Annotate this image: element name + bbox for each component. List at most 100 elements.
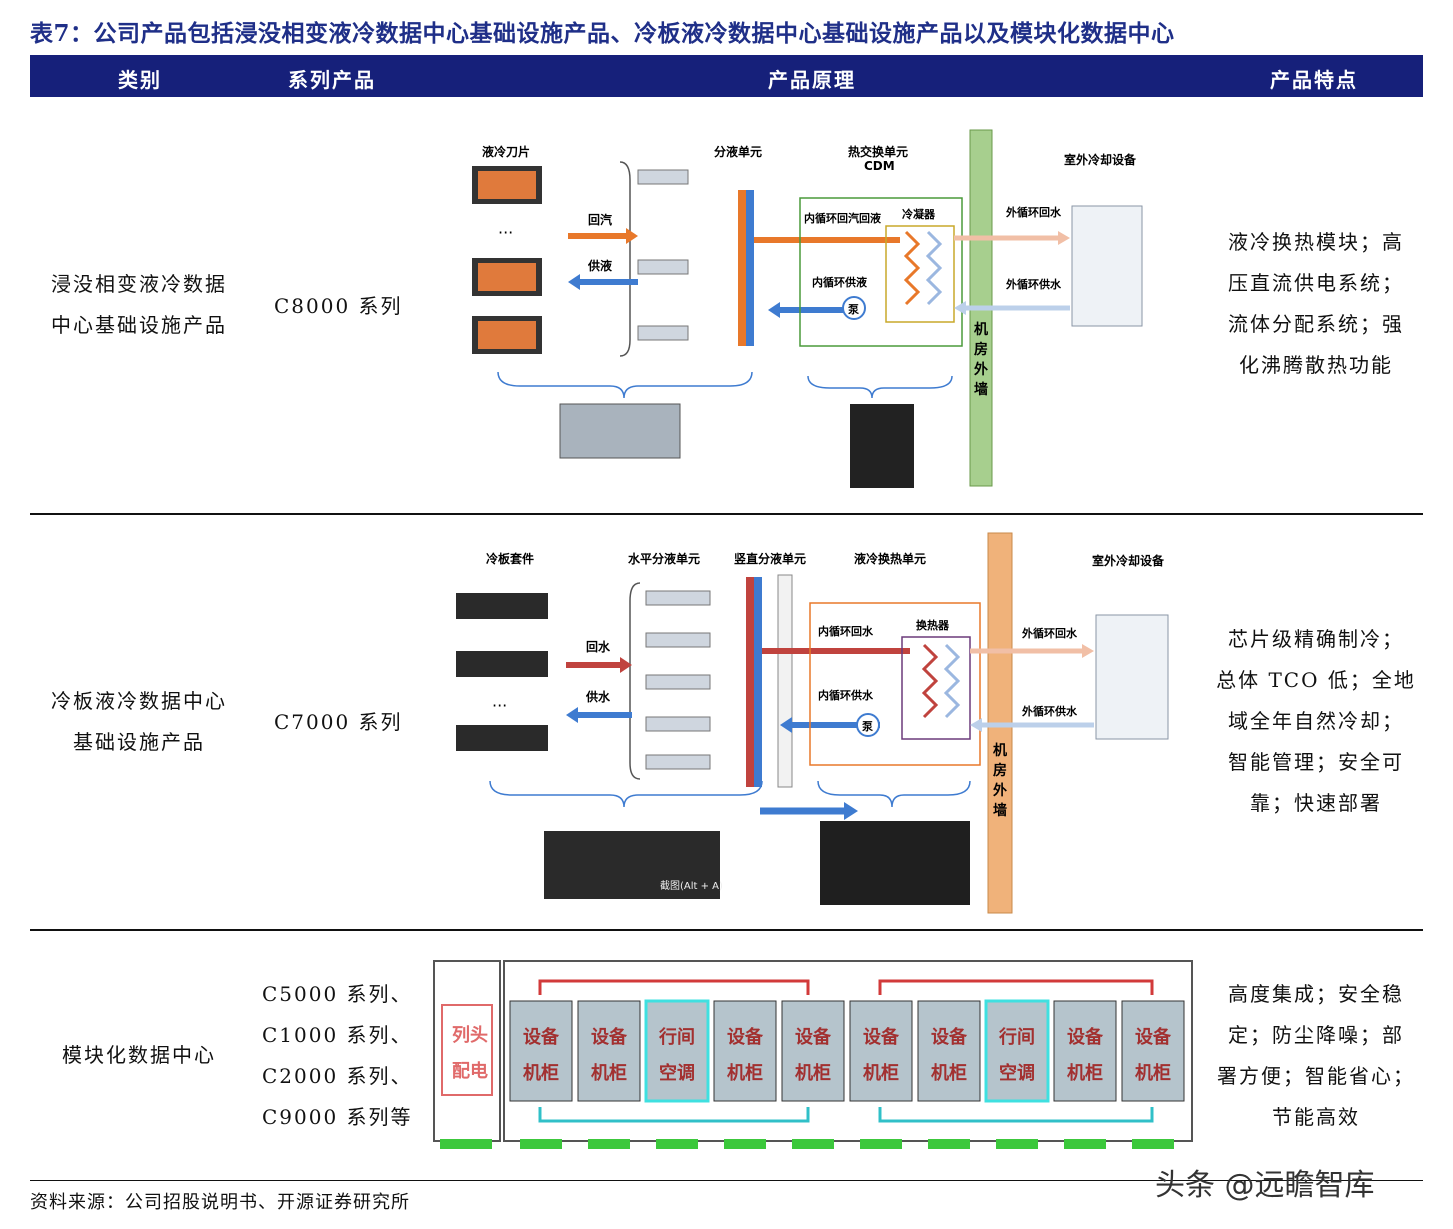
row2-series: C7000 系列 [274,710,403,734]
svg-text:内循环供水: 内循环供水 [818,688,874,702]
cabinet-2: 设备 机柜 [577,1000,641,1149]
row-divider-2 [30,929,1423,931]
footer-rule [30,1180,1423,1181]
row2-category: 冷板液冷数据中心 基础设施产品 [51,689,227,754]
cooling-tower-2 [1095,614,1169,740]
cold-air-arrow-1 [538,1107,810,1123]
svg-text:供水: 供水 [585,689,611,704]
svg-text:外循环回水: 外循环回水 [1021,626,1078,640]
svg-text:设备: 设备 [1135,1026,1172,1048]
svg-text:泵: 泵 [848,303,859,316]
svg-text:机柜: 机柜 [727,1062,763,1084]
svg-text:空调: 空调 [659,1062,695,1084]
svg-text:回汽: 回汽 [588,212,612,227]
row3-category: 模块化数据中心 [62,1043,216,1067]
cold-plate-1 [456,593,548,619]
exchanger-box [901,636,971,740]
h-dist-1 [645,590,711,606]
h-dist-4 [645,716,711,732]
svg-text:墙: 墙 [993,802,1007,819]
svg-text:换热器: 换热器 [916,618,950,632]
svg-text:外: 外 [993,782,1007,799]
svg-text:设备: 设备 [591,1026,628,1048]
row3-series: C5000 系列、 C1000 系列、 C2000 系列、 C9000 系列等 [262,982,413,1129]
svg-text:设备: 设备 [795,1026,832,1048]
svg-text:机柜: 机柜 [523,1062,559,1084]
table-title: 表7：公司产品包括浸没相变液冷数据中心基础设施产品、冷板液冷数据中心基础设施产品… [30,20,1175,47]
cabinet-3-ac: 行间 空调 [644,999,710,1149]
svg-text:冷凝器: 冷凝器 [902,207,936,221]
cabinet-1: 设备 机柜 [509,1000,573,1149]
svg-text:内循环回汽回液: 内循环回汽回液 [804,211,882,225]
cabinet-6: 设备 机柜 [849,1000,913,1149]
distributor-1 [637,169,689,185]
svg-text:···: ··· [498,223,513,242]
svg-text:外循环回水: 外循环回水 [1005,205,1062,219]
distributor-3 [637,325,689,341]
cold-plate-3 [456,725,548,751]
row-divider-1 [30,513,1423,515]
pump-icon [842,296,866,320]
svg-text:泵: 泵 [862,720,873,733]
cdm-device [850,404,914,488]
header-series: 系列产品 [288,68,376,92]
hot-air-arrow-1 [538,979,810,995]
hx-unit-box [809,602,981,766]
svg-text:回水: 回水 [586,639,611,654]
svg-text:设备: 设备 [1067,1026,1104,1048]
svg-text:房: 房 [993,762,1007,779]
svg-text:外循环供水: 外循环供水 [1005,277,1062,291]
cold-plate-diagram: 冷板套件 ··· 回水 供水 水平分液单元 竖直分液单元 截图(Alt + A)… [456,532,1169,914]
svg-text:水平分液单元: 水平分液单元 [628,551,700,566]
svg-text:机柜: 机柜 [1067,1062,1103,1084]
svg-text:热交换单元: 热交换单元 [848,144,908,159]
svg-text:设备: 设备 [931,1026,968,1048]
row1-category: 浸没相变液冷数据 中心基础设施产品 [51,272,227,337]
cabinet-8-ac: 行间 空调 [984,999,1050,1149]
svg-text:机: 机 [974,321,988,338]
h-dist-2 [645,632,711,648]
svg-text:室外冷却设备: 室外冷却设备 [1064,152,1137,167]
cabinet-9: 设备 机柜 [1053,1000,1117,1149]
svg-text:机柜: 机柜 [1135,1062,1171,1084]
svg-text:室外冷却设备: 室外冷却设备 [1092,553,1165,568]
svg-text:竖直分液单元: 竖直分液单元 [734,551,806,566]
svg-text:列头: 列头 [452,1025,488,1046]
cabinet-4: 设备 机柜 [713,1000,777,1149]
svg-text:机柜: 机柜 [795,1062,831,1084]
svg-text:行间: 行间 [998,1026,1035,1048]
watermark: 头条 @远瞻智库 [1155,1168,1375,1203]
cabinet-5: 设备 机柜 [781,1000,845,1149]
svg-text:设备: 设备 [523,1026,560,1048]
svg-text:CDM: CDM [864,159,895,173]
cabinet-7: 设备 机柜 [917,1000,981,1149]
svg-text:机柜: 机柜 [591,1062,627,1084]
cold-plate-2 [456,651,548,677]
h-dist-3 [645,674,711,690]
svg-text:外循环供水: 外循环供水 [1021,704,1078,718]
svg-text:机柜: 机柜 [931,1062,967,1084]
svg-text:墙: 墙 [974,381,988,398]
svg-text:内循环供液: 内循环供液 [812,275,868,289]
header-features: 产品特点 [1270,68,1358,92]
row1-features: 液冷换热模块；高 压直流供电系统； 流体分配系统；强 化沸腾散热功能 [1228,230,1404,377]
hx-device [820,821,970,905]
header-principle: 产品原理 [768,68,856,92]
svg-text:行间: 行间 [658,1026,695,1048]
source-note: 资料来源：公司招股说明书、开源证券研究所 [30,1192,410,1213]
row2-features: 芯片级精确制冷； 总体 TCO 低；全地 域全年自然冷却； 智能管理；安全可 靠… [1216,627,1416,815]
pump-icon-2 [856,713,880,737]
table-header: 类别 系列产品 产品原理 产品特点 [30,55,1423,97]
svg-text:外: 外 [974,361,988,378]
svg-text:冷板套件: 冷板套件 [486,551,534,566]
svg-text:内循环回水: 内循环回水 [818,624,874,638]
server-rack [544,831,720,899]
svg-text:机: 机 [993,742,1007,759]
modular-dc-diagram: 列头 配电 设备 机柜 设备 机柜 行间 空调 设备 机柜 设备 机柜 设备 机… [433,960,1193,1149]
label-blade: 液冷刀片 [482,144,530,159]
tank-device [559,403,681,459]
cdm-box [799,197,963,347]
svg-text:供液: 供液 [587,258,612,273]
svg-text:设备: 设备 [727,1026,764,1048]
svg-text:空调: 空调 [999,1062,1035,1084]
